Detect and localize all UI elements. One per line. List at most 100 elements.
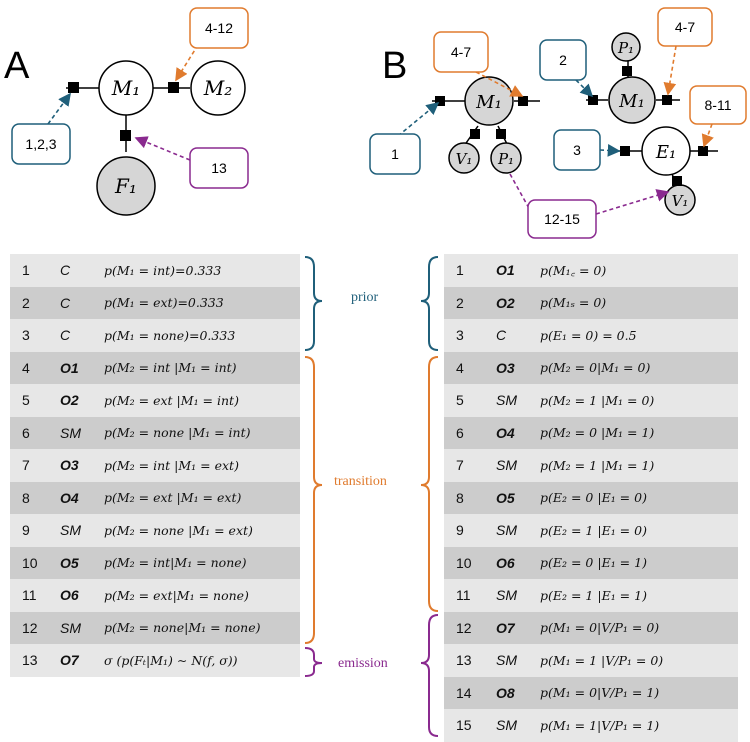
- row-number: 10: [456, 554, 472, 571]
- row-expression: p(M₂ = ext |M₁ = ext): [104, 490, 242, 506]
- group-label-transition: transition: [334, 474, 387, 489]
- row-code: O7: [60, 652, 79, 669]
- factor-b2-right: [662, 95, 672, 105]
- node-b-p1-top-label: P₁: [617, 39, 634, 57]
- row-code: SM: [60, 424, 81, 441]
- callout-b-811: [689, 85, 747, 125]
- diagram-canvas: A B M₁ M₂ F₁ 1,2,3 4-12 13 M₁: [4, 7, 747, 239]
- row-expression: p(M₂ = 1 |M₁ = 0): [540, 392, 655, 408]
- row-code: O4: [496, 424, 515, 441]
- row-code: SM: [496, 522, 517, 539]
- table-row: 5 SM p(M₂ = 1 |M₁ = 0): [444, 384, 738, 417]
- row-code: SM: [496, 652, 517, 669]
- row-number: 3: [456, 327, 464, 344]
- node-b-m1-2-label: M₁: [618, 91, 645, 112]
- node-m2-label: M₂: [203, 76, 233, 100]
- callout-b-811-text: 8-11: [705, 97, 732, 113]
- row-number: 5: [456, 392, 464, 409]
- node-b-e1: [641, 126, 691, 176]
- row-code: O5: [60, 554, 79, 571]
- callout-b-47b: [657, 7, 713, 47]
- node-m1: [98, 60, 154, 116]
- callout-b-2: [539, 39, 587, 81]
- factor-a-bottom: [120, 130, 131, 141]
- braces: [304, 256, 439, 737]
- callout-a-123: [11, 123, 71, 165]
- node-b-v1-2-label: V₁: [672, 192, 689, 210]
- brace-emission-b: [420, 614, 439, 737]
- factor-b1-p: [496, 129, 506, 139]
- row-number: 12: [22, 619, 38, 636]
- row-code: SM: [496, 392, 517, 409]
- row-expression: p(E₂ = 1 |E₁ = 1): [540, 587, 647, 603]
- node-b-m1: [464, 76, 514, 126]
- group-label-prior: prior: [351, 290, 379, 305]
- row-number: 6: [22, 424, 30, 441]
- table-row: 13 O7 σ (p(Fₜ|M₁) ∼ N(f, σ)): [10, 644, 300, 677]
- row-expression: p(M₂ = ext |M₁ = int): [104, 392, 239, 408]
- node-b-e1-label: E₁: [655, 142, 676, 163]
- factor-a-left: [68, 82, 79, 93]
- row-number: 9: [22, 522, 30, 539]
- row-code: O1: [496, 262, 515, 279]
- row-number: 11: [22, 587, 37, 604]
- group-label-emission: emission: [338, 656, 388, 671]
- brace-prior-b: [420, 256, 439, 351]
- row-code: C: [60, 262, 71, 279]
- row-number: 7: [22, 457, 30, 474]
- row-number: 9: [456, 522, 464, 539]
- node-m1-label: M₁: [111, 76, 141, 100]
- row-code: O8: [496, 684, 515, 701]
- brace-transition-b: [420, 356, 439, 612]
- row-number: 13: [456, 652, 472, 669]
- callout-b-1-text: 1: [391, 146, 399, 162]
- row-number: 1: [456, 262, 464, 279]
- node-f1: [96, 156, 156, 216]
- node-b-v1: [448, 142, 480, 174]
- row-number: 14: [456, 684, 472, 701]
- row-number: 8: [22, 489, 30, 506]
- row-code: SM: [496, 457, 517, 474]
- factor-a-right: [168, 82, 179, 93]
- row-expression: p(M₂ = 0 |M₁ = 1): [540, 425, 655, 441]
- row-expression: p(E₂ = 1 |E₁ = 0): [540, 522, 647, 538]
- row-expression: p(M₂ = none |M₁ = ext): [104, 522, 253, 538]
- row-expression: p(M₁ = int)=0.333: [104, 262, 222, 278]
- row-expression: σ (p(Fₜ|M₁) ∼ N(f, σ)): [104, 652, 238, 668]
- row-code: O3: [60, 457, 79, 474]
- row-expression: p(E₂ = 0 |E₁ = 0): [540, 490, 647, 506]
- callout-a-13-text: 13: [211, 160, 227, 176]
- callout-b-47a-text: 4-7: [451, 44, 471, 60]
- row-code: O2: [496, 294, 515, 311]
- node-b-m1-2: [608, 76, 656, 124]
- row-expression: p(M₂ = int |M₁ = ext): [104, 457, 239, 473]
- row-number: 13: [22, 652, 38, 669]
- row-code: O3: [496, 359, 515, 376]
- row-code: C: [60, 327, 71, 344]
- row-code: C: [60, 294, 71, 311]
- row-expression: p(M₁ = 0|V/P₁ = 1): [540, 685, 660, 701]
- row-number: 2: [456, 294, 464, 311]
- row-code: SM: [496, 587, 517, 604]
- row-expression: p(M₂ = int |M₁ = int): [104, 360, 237, 376]
- factor-b2-left: [588, 95, 598, 105]
- row-code: O2: [60, 392, 79, 409]
- factor-b3-right: [698, 146, 708, 156]
- row-code: SM: [60, 522, 81, 539]
- row-code: C: [496, 327, 507, 344]
- node-b-p1: [490, 142, 522, 174]
- callout-b-47b-text: 4-7: [675, 19, 695, 35]
- row-code: O6: [60, 587, 79, 604]
